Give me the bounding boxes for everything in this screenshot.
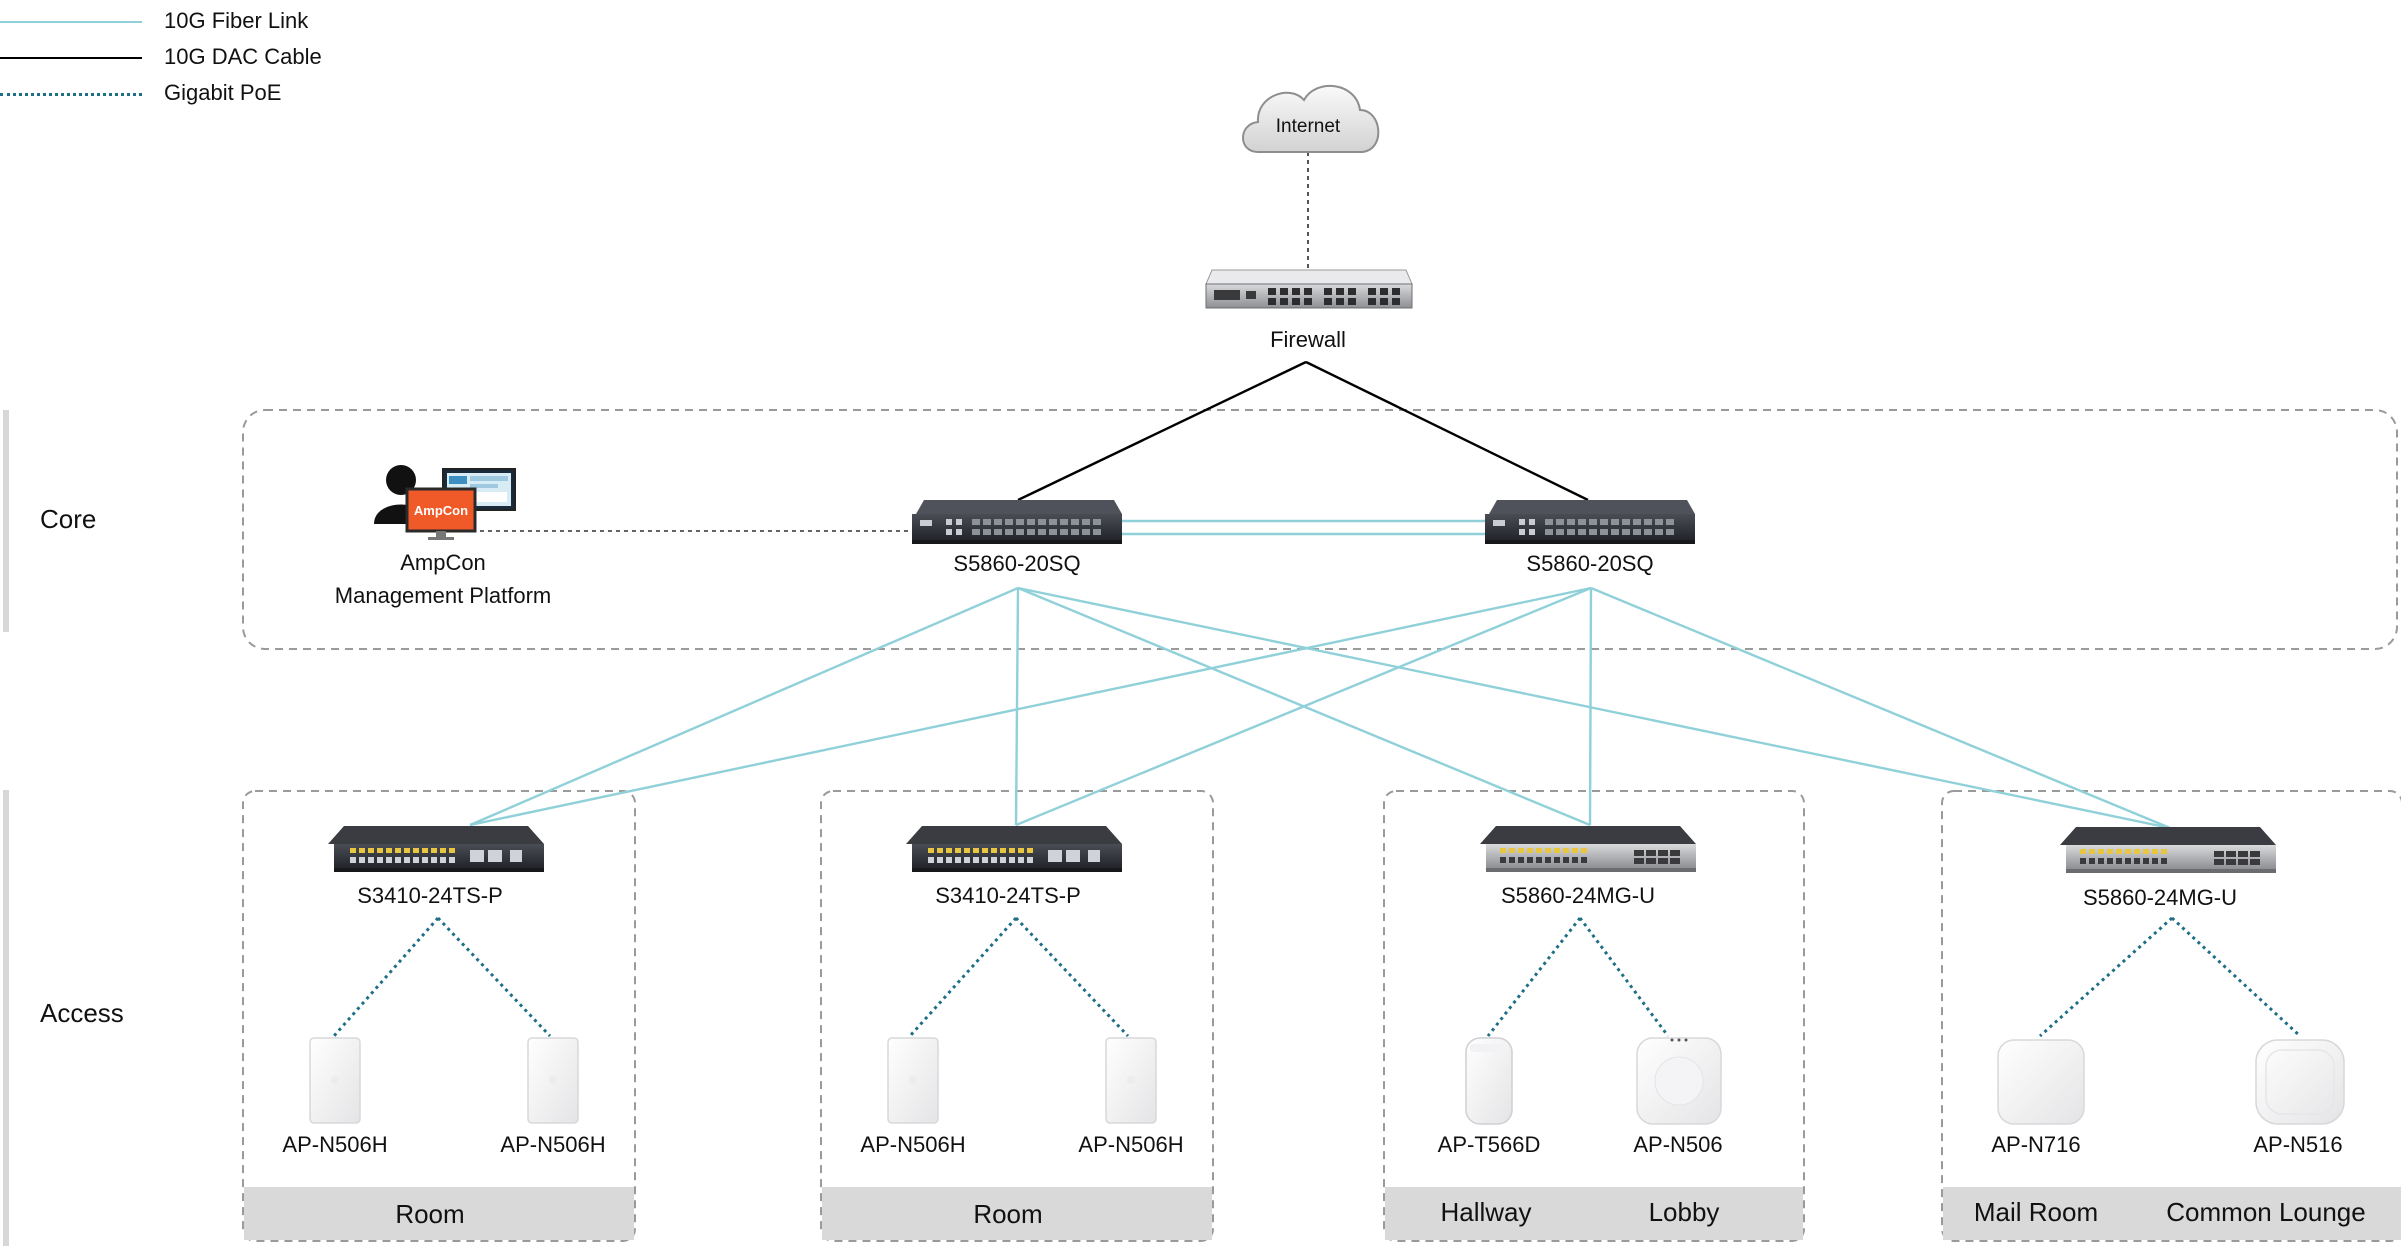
link-fiber-c2-a1 bbox=[469, 586, 1592, 827]
ampcon-logo: AmpCon bbox=[414, 503, 468, 518]
zone-label-3a: Hallway bbox=[1440, 1197, 1532, 1227]
zone-bar-3 bbox=[1385, 1187, 1803, 1240]
link-fiber-c1-a4 bbox=[1017, 586, 2171, 830]
access-point-4-1-icon bbox=[1997, 1039, 2085, 1125]
link-fiber-c1-a1 bbox=[469, 586, 1019, 827]
ap-1-2-label: AP-N506H bbox=[500, 1132, 606, 1157]
core-section-rule bbox=[3, 410, 9, 632]
access-group-4-container bbox=[1941, 790, 2401, 1242]
legend-dac-swatch bbox=[0, 57, 142, 59]
legend-poe: Gigabit PoE bbox=[0, 78, 330, 108]
internet-label: Internet bbox=[1275, 116, 1341, 137]
core-switch-1-label: S5860-20SQ bbox=[953, 551, 1081, 576]
access-switch-3-label: S5860-24MG-U bbox=[1500, 883, 1656, 908]
management-platform-icon: AmpCon bbox=[374, 465, 516, 540]
zone-bar-2 bbox=[822, 1187, 1212, 1240]
access-switch-4-label: S5860-24MG-U bbox=[2082, 885, 2238, 910]
ap-1-1-label: AP-N506H bbox=[282, 1132, 388, 1157]
access-point-3-2-icon bbox=[1636, 1037, 1722, 1125]
access-section-rule bbox=[3, 790, 9, 1246]
access-switch-1-icon bbox=[328, 826, 544, 872]
poe-links bbox=[332, 916, 2302, 1038]
zone-label-2: Room bbox=[973, 1199, 1043, 1229]
access-switch-3-icon bbox=[1480, 826, 1696, 872]
link-dac-firewall-core-1 bbox=[1017, 360, 1307, 502]
legend-fiber: 10G Fiber Link bbox=[0, 6, 330, 36]
core-zone-container bbox=[242, 409, 2398, 650]
link-poe-a2-ap2 bbox=[1014, 916, 1130, 1038]
zone-label-1: Room bbox=[395, 1199, 465, 1229]
access-switch-2-icon bbox=[906, 826, 1122, 872]
core-switch-2-icon bbox=[1485, 500, 1695, 544]
access-point-2-2-icon bbox=[1105, 1037, 1157, 1124]
link-poe-a3-ap2 bbox=[1578, 917, 1670, 1037]
core-section-label: Core bbox=[40, 504, 97, 534]
firewall-label: Firewall bbox=[1270, 327, 1346, 352]
link-fiber-c2-a4 bbox=[1590, 586, 2171, 830]
access-point-1-1-icon bbox=[309, 1037, 361, 1124]
access-group-1-container bbox=[242, 790, 636, 1242]
ap-3-1-label: AP-T566D bbox=[1437, 1132, 1541, 1157]
legend-poe-swatch bbox=[0, 93, 142, 96]
access-point-2-1-icon bbox=[887, 1037, 939, 1124]
access-point-1-2-icon bbox=[527, 1037, 579, 1124]
link-poe-a2-ap1 bbox=[908, 916, 1018, 1038]
ap-4-2-label: AP-N516 bbox=[2253, 1132, 2343, 1157]
ap-4-1-label: AP-N716 bbox=[1991, 1132, 2081, 1157]
ap-2-2-label: AP-N506H bbox=[1078, 1132, 1184, 1157]
zone-bar-4 bbox=[1943, 1187, 2401, 1240]
zone-label-4a: Mail Room bbox=[1973, 1197, 2099, 1227]
link-poe-a4-ap2 bbox=[2170, 916, 2302, 1038]
core-switch-1-icon bbox=[912, 500, 1122, 544]
legend-fiber-swatch bbox=[0, 21, 142, 23]
access-switch-1-label: S3410-24TS-P bbox=[357, 883, 503, 908]
zone-label-4b: Common Lounge bbox=[2166, 1197, 2366, 1227]
link-poe-a1-ap1 bbox=[332, 917, 440, 1037]
fiber-uplinks bbox=[469, 586, 2171, 830]
legend-fiber-label: 10G Fiber Link bbox=[164, 8, 309, 33]
zone-bar-1 bbox=[244, 1187, 634, 1240]
access-point-4-2-icon bbox=[2255, 1039, 2345, 1125]
link-poe-a4-ap1 bbox=[2039, 916, 2173, 1038]
ap-2-1-label: AP-N506H bbox=[860, 1132, 966, 1157]
link-dac-firewall-core-2 bbox=[1305, 360, 1589, 502]
internet-cloud-icon bbox=[1242, 84, 1380, 153]
legend-dac: 10G DAC Cable bbox=[0, 42, 330, 72]
ap-3-2-label: AP-N506 bbox=[1633, 1132, 1723, 1157]
access-switch-2-label: S3410-24TS-P bbox=[935, 883, 1081, 908]
link-fiber-c2-a3 bbox=[1588, 587, 1593, 826]
management-platform-subtitle: Management Platform bbox=[334, 583, 552, 608]
access-section-label: Access bbox=[40, 998, 124, 1028]
link-poe-a3-ap1 bbox=[1486, 917, 1582, 1037]
access-group-3-container bbox=[1383, 790, 1805, 1242]
link-poe-a1-ap2 bbox=[436, 916, 552, 1038]
link-fiber-c2-a2 bbox=[1015, 586, 1592, 827]
zone-label-3b: Lobby bbox=[1648, 1197, 1720, 1227]
access-point-3-1-icon bbox=[1465, 1037, 1513, 1125]
legend-dac-label: 10G DAC Cable bbox=[164, 44, 322, 69]
firewall-icon bbox=[1205, 269, 1413, 309]
core-switch-2-label: S5860-20SQ bbox=[1526, 551, 1654, 576]
access-switch-4-icon bbox=[2060, 827, 2276, 873]
legend-poe-label: Gigabit PoE bbox=[164, 80, 282, 105]
management-platform-name: AmpCon bbox=[400, 550, 486, 575]
link-fiber-c1-a2 bbox=[1014, 587, 1020, 826]
